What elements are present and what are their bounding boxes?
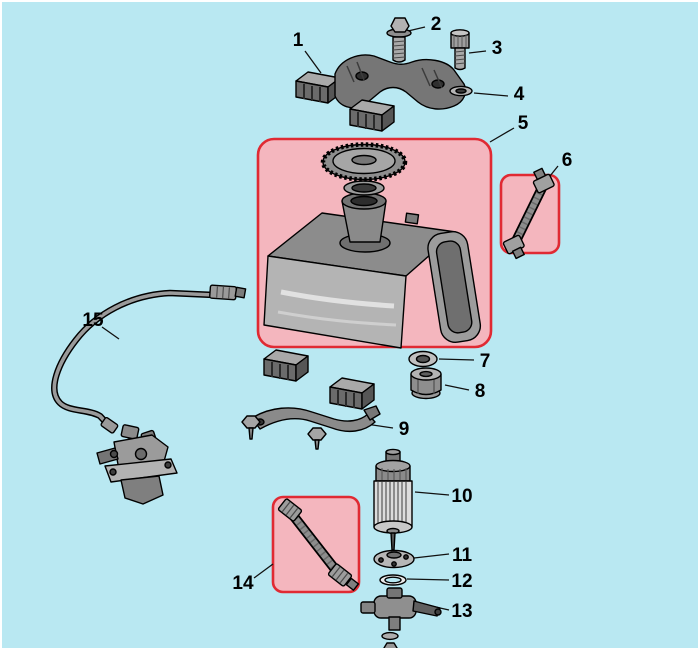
part-label-2[interactable]: 2 xyxy=(431,14,442,35)
leader-line-14 xyxy=(253,563,274,579)
leader-line-12 xyxy=(406,578,450,581)
leader-line-11 xyxy=(413,553,450,559)
part-label-14[interactable]: 14 xyxy=(232,573,254,594)
part-label-15[interactable]: 15 xyxy=(82,310,104,331)
leader-line-5 xyxy=(489,127,515,143)
tank-neck-ring xyxy=(343,180,385,196)
tank-end-flange xyxy=(427,230,482,343)
part-label-8[interactable]: 8 xyxy=(475,381,486,402)
part-7-washer xyxy=(408,350,438,368)
leader-line-10 xyxy=(414,491,450,496)
part-label-4[interactable]: 4 xyxy=(514,84,525,105)
tank-filler-cap xyxy=(320,142,408,182)
part-label-3[interactable]: 3 xyxy=(492,38,503,59)
part-6-fuel-hose xyxy=(502,167,555,260)
leader-line-7 xyxy=(438,358,475,361)
part-label-13[interactable]: 13 xyxy=(451,601,472,622)
part-label-7[interactable]: 7 xyxy=(480,351,491,372)
part-10-fuel-filter xyxy=(373,448,413,551)
fuel-pump xyxy=(96,424,178,505)
part-12-o-ring xyxy=(379,574,407,586)
part-13-fuel-valve xyxy=(360,587,442,648)
part-9-pad-right xyxy=(329,377,375,410)
part-2-bolt xyxy=(386,17,412,63)
leader-line-1 xyxy=(304,50,322,74)
part-9-retainer-strap xyxy=(241,405,381,450)
leader-line-4 xyxy=(473,92,509,97)
part-label-10[interactable]: 10 xyxy=(451,486,472,507)
leader-line-3 xyxy=(468,50,487,54)
part-label-6[interactable]: 6 xyxy=(562,150,573,171)
part-11-gasket-plate xyxy=(373,549,415,569)
part-drawings xyxy=(51,17,555,648)
part-14-fuel-hose xyxy=(277,498,360,591)
part-label-1[interactable]: 1 xyxy=(293,30,304,51)
part-8-nut xyxy=(410,367,442,400)
part-9-pad-left xyxy=(263,349,309,382)
leader-line-8 xyxy=(444,384,470,391)
part-1-mount-pad xyxy=(295,71,341,104)
part-label-12[interactable]: 12 xyxy=(451,571,472,592)
tank-filler-neck xyxy=(341,192,387,243)
part-3-screw xyxy=(450,29,470,71)
mounting-bracket xyxy=(334,54,467,110)
part-15-fuel-line xyxy=(51,284,247,434)
leader-line-15 xyxy=(101,326,120,340)
part-label-5[interactable]: 5 xyxy=(518,113,529,134)
part-label-11[interactable]: 11 xyxy=(452,545,473,566)
part-4-washer xyxy=(449,85,473,97)
center-mount-pad xyxy=(349,99,395,132)
part-5-fuel-tank xyxy=(263,142,482,349)
leader-line-2 xyxy=(407,26,426,32)
part-labels: 1 2 3 4 5 6 7 8 9 10 11 12 13 14 15 xyxy=(82,14,572,622)
part-label-9[interactable]: 9 xyxy=(399,419,410,440)
